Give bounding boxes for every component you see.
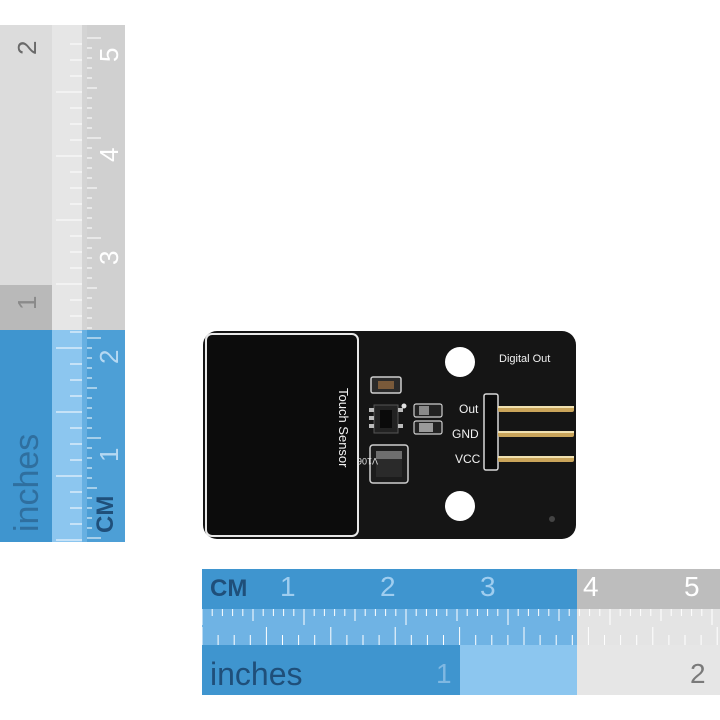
mounting-hole-bottom: [445, 491, 475, 521]
touch-sensor-label: Touch Sensor: [336, 388, 351, 468]
horizontal-cm-label: CM: [210, 575, 248, 602]
touch-sensor-board: [203, 331, 576, 539]
vertical-ruler: [0, 25, 125, 542]
vertical-inches-label: inches: [8, 433, 46, 532]
smd-components: [369, 376, 443, 484]
touch-pad: [205, 333, 359, 537]
vertical-cm-number-4: 4: [94, 147, 124, 162]
horizontal-inch-number-1: 1: [436, 658, 452, 689]
horizontal-cm-number-4: 4: [583, 571, 599, 602]
digital-out-label: Digital Out: [499, 353, 551, 365]
pin-label-gnd: GND: [452, 427, 479, 441]
vertical-cm-label: CM: [92, 495, 119, 533]
pin-header: [483, 393, 574, 471]
ic-marking: V106: [356, 456, 378, 466]
vertical-cm-number-3: 3: [94, 250, 124, 265]
horizontal-ruler: [201, 569, 720, 695]
vertical-cm-number-2: 2: [94, 349, 124, 364]
horizontal-inch-number-2: 2: [690, 658, 706, 689]
vertical-inch-number-2: 2: [12, 40, 42, 55]
horizontal-cm-number-1: 1: [280, 571, 296, 602]
vertical-cm-number-1: 1: [94, 447, 124, 462]
horizontal-cm-number-3: 3: [480, 571, 496, 602]
pin-label-out: Out: [459, 402, 479, 416]
horizontal-cm-number-5: 5: [684, 571, 700, 602]
pin-label-vcc: VCC: [455, 452, 481, 466]
vertical-cm-number-5: 5: [94, 47, 124, 62]
mounting-hole-top: [445, 347, 475, 377]
vertical-inch-number-1: 1: [12, 295, 42, 310]
horizontal-cm-number-2: 2: [380, 571, 396, 602]
horizontal-inches-label: inches: [210, 656, 303, 692]
